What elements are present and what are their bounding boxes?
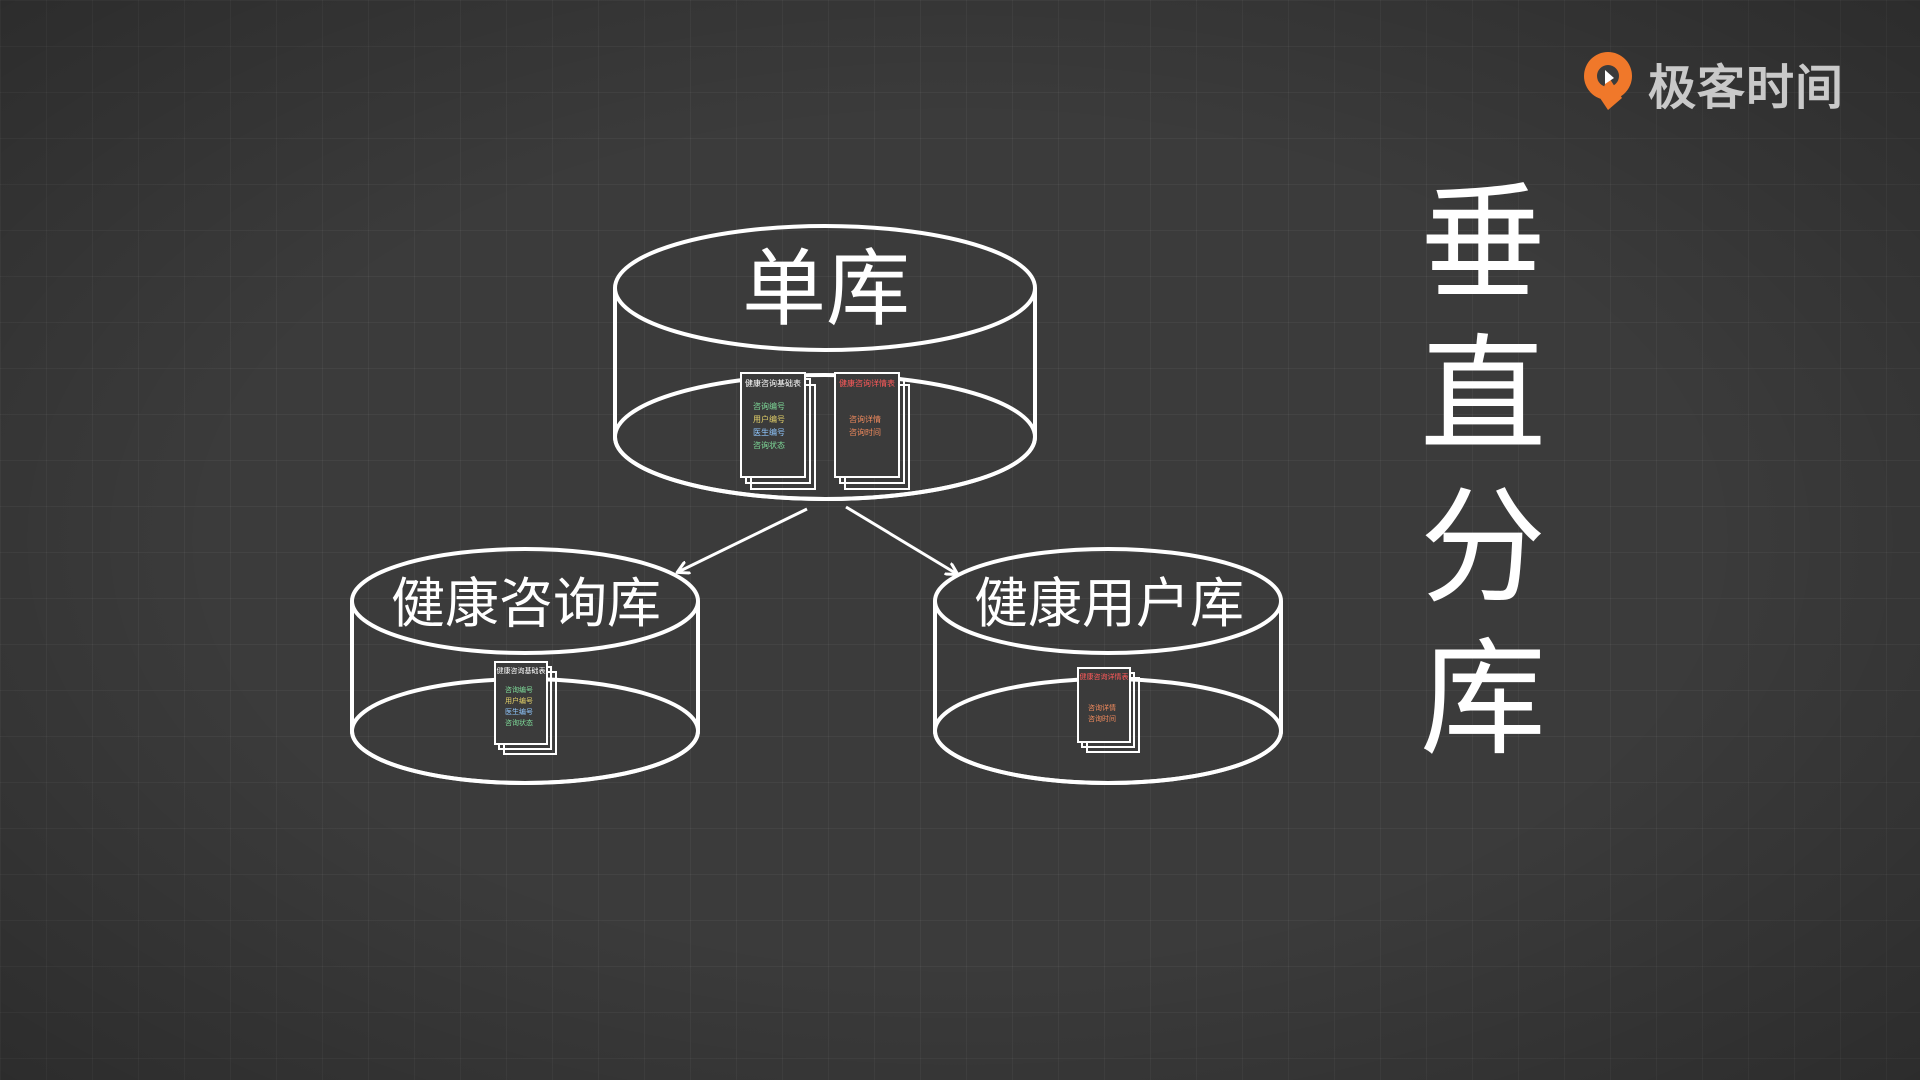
geektime-logo-icon	[1584, 52, 1632, 110]
consult-db-table-basic: 健康咨询基础表 咨询编号 用户编号 医生编号 咨询状态	[494, 661, 557, 755]
title-char: 垂	[1420, 170, 1546, 317]
table-title: 健康咨询详情表	[1080, 672, 1129, 681]
table-field: 咨询状态	[753, 440, 785, 450]
arrow-to-user-db	[845, 505, 957, 574]
title-char: 分	[1420, 474, 1546, 621]
table-field: 用户编号	[505, 696, 533, 705]
single-db-table-basic: 健康咨询基础表 咨询编号 用户编号 医生编号 咨询状态	[740, 372, 816, 490]
consult-db-label: 健康咨询库	[391, 572, 661, 635]
table-field: 咨询状态	[505, 718, 533, 727]
table-title: 健康咨询基础表	[745, 378, 801, 388]
brand-logo: 极客时间	[1578, 48, 1844, 118]
brand-name: 极客时间	[1648, 60, 1845, 116]
table-field: 咨询详情	[1088, 703, 1116, 712]
table-field: 医生编号	[505, 707, 533, 716]
table-field: 咨询时间	[1088, 714, 1116, 723]
table-field: 医生编号	[753, 427, 785, 437]
table-field: 咨询详情	[849, 414, 881, 424]
table-title: 健康咨询详情表	[839, 378, 895, 388]
arrow-to-consult-db	[678, 507, 808, 572]
user-db-label: 健康用户库	[974, 572, 1244, 635]
table-field: 用户编号	[753, 414, 785, 424]
single-db-table-detail: 健康咨询详情表 咨询详情 咨询时间	[834, 372, 910, 490]
title-char: 直	[1420, 322, 1546, 469]
single-db-label: 单库	[742, 240, 910, 338]
table-field: 咨询编号	[753, 401, 785, 411]
table-field: 咨询编号	[505, 685, 533, 694]
vertical-title: 垂 直 分 库	[1418, 168, 1548, 776]
table-title: 健康咨询基础表	[497, 666, 546, 675]
consult-db-cylinder: 健康咨询库	[350, 547, 700, 785]
table-field: 咨询时间	[849, 427, 881, 437]
title-char: 库	[1420, 626, 1546, 773]
single-db-cylinder: 单库	[613, 224, 1037, 501]
user-db-table-detail: 健康咨询详情表 咨询详情 咨询时间	[1077, 667, 1140, 753]
